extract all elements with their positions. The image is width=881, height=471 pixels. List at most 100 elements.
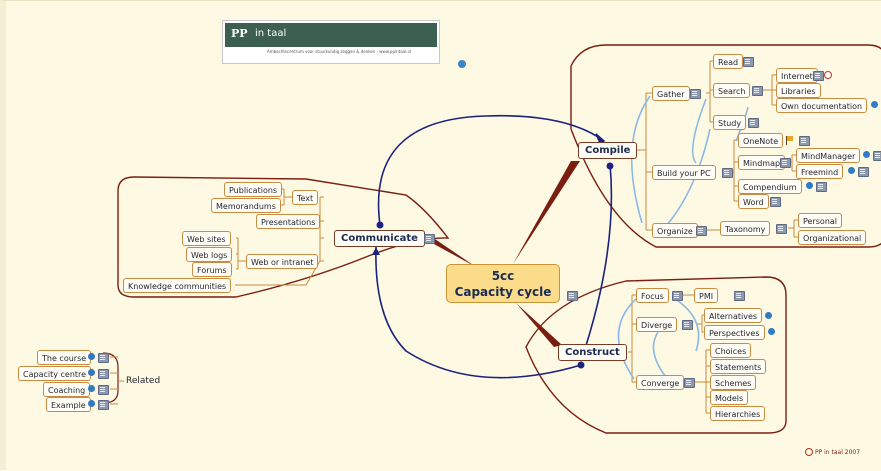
note-icon[interactable] <box>684 378 695 388</box>
node-forums[interactable]: Forums <box>192 262 232 277</box>
note-icon[interactable] <box>98 353 109 363</box>
node-example[interactable]: Example <box>46 397 91 412</box>
node-personal[interactable]: Personal <box>798 213 843 228</box>
note-icon[interactable] <box>98 369 109 379</box>
link-icon[interactable] <box>806 182 813 189</box>
node-knowledge-communities[interactable]: Knowledge communities <box>123 278 232 293</box>
central-topic-line2: Capacity cycle <box>454 285 552 299</box>
note-icon[interactable] <box>770 197 781 207</box>
node-statements[interactable]: Statements <box>710 359 767 374</box>
node-perspectives[interactable]: Perspectives <box>704 325 765 340</box>
note-icon[interactable] <box>567 291 578 301</box>
brand-logo: PP in taal Ambachtscentrum voor stuurkun… <box>222 20 440 64</box>
node-communicate[interactable]: Communicate <box>334 230 425 247</box>
note-icon[interactable] <box>682 320 693 330</box>
arrow-compile-construct <box>580 163 613 362</box>
node-web-logs[interactable]: Web logs <box>186 247 233 262</box>
note-icon[interactable] <box>743 57 754 67</box>
link-icon[interactable] <box>768 328 775 335</box>
node-libraries[interactable]: Libraries <box>776 83 821 98</box>
arrow-communicate-compile <box>377 114 605 226</box>
note-icon[interactable] <box>776 224 787 234</box>
node-mindmanager[interactable]: MindManager <box>796 148 861 163</box>
node-compile[interactable]: Compile <box>578 142 638 159</box>
node-focus[interactable]: Focus <box>636 288 669 303</box>
node-web-or-intranet[interactable]: Web or intranet <box>246 254 319 269</box>
node-schemes[interactable]: Schemes <box>710 375 757 390</box>
link-icon[interactable] <box>871 101 878 108</box>
node-construct[interactable]: Construct <box>558 344 627 361</box>
node-presentations[interactable]: Presentations <box>256 214 321 229</box>
node-models[interactable]: Models <box>710 390 749 405</box>
note-icon[interactable] <box>424 234 435 244</box>
note-icon[interactable] <box>873 151 881 161</box>
node-the-course[interactable]: The course <box>37 350 92 365</box>
trunk-communicate <box>432 237 476 267</box>
node-gather[interactable]: Gather <box>652 86 690 101</box>
globe-icon[interactable] <box>458 60 466 68</box>
node-related[interactable]: Related <box>126 376 161 386</box>
note-icon[interactable] <box>734 291 745 301</box>
node-search[interactable]: Search <box>713 83 751 98</box>
node-taxonomy[interactable]: Taxonomy <box>720 221 771 236</box>
node-choices[interactable]: Choices <box>710 343 752 358</box>
note-icon[interactable] <box>813 71 824 81</box>
compile-boundary <box>570 44 881 248</box>
note-icon[interactable] <box>98 385 109 395</box>
link-icon[interactable] <box>88 369 95 376</box>
node-alternatives[interactable]: Alternatives <box>704 308 763 323</box>
link-icon[interactable] <box>88 385 95 392</box>
node-publications[interactable]: Publications <box>224 182 283 197</box>
node-internet[interactable]: Internet <box>776 68 818 83</box>
node-text[interactable]: Text <box>292 190 319 205</box>
node-freemind[interactable]: Freemind <box>796 164 844 179</box>
logo-brand-suffix: in taal <box>255 28 287 39</box>
link-icon[interactable] <box>848 167 855 174</box>
node-word[interactable]: Word <box>738 194 769 209</box>
related-boundary <box>102 352 119 404</box>
link-icon[interactable] <box>824 71 832 79</box>
link-icon[interactable] <box>88 400 95 407</box>
note-icon[interactable] <box>748 118 759 128</box>
note-icon[interactable] <box>858 167 869 177</box>
node-web-sites[interactable]: Web sites <box>182 231 231 246</box>
note-icon[interactable] <box>696 226 707 236</box>
node-onenote[interactable]: OneNote <box>738 133 784 148</box>
arrow-construct-communicate <box>375 246 582 379</box>
note-icon[interactable] <box>816 182 827 192</box>
note-icon[interactable] <box>780 158 791 168</box>
node-diverge[interactable]: Diverge <box>636 317 678 332</box>
trunk-compile <box>513 161 580 264</box>
link-icon[interactable] <box>88 353 95 360</box>
flag-icon <box>786 136 794 145</box>
node-coaching[interactable]: Coaching <box>43 382 91 397</box>
note-icon[interactable] <box>722 168 733 178</box>
central-topic-line1: 5cc <box>491 269 515 283</box>
link-icon[interactable] <box>863 151 870 158</box>
node-study[interactable]: Study <box>713 115 747 130</box>
node-organize[interactable]: Organize <box>652 223 698 238</box>
trunk-construct <box>516 303 562 347</box>
node-memorandums[interactable]: Memorandums <box>211 198 281 213</box>
node-pmi[interactable]: PMI <box>694 288 719 303</box>
node-hierarchies[interactable]: Hierarchies <box>710 406 766 421</box>
node-own-documentation[interactable]: Own documentation <box>776 98 868 113</box>
central-topic[interactable]: 5cc Capacity cycle <box>446 264 560 303</box>
logo-bar <box>225 23 437 47</box>
note-icon[interactable] <box>799 136 810 146</box>
node-organizational[interactable]: Organizational <box>798 230 867 245</box>
node-compendium[interactable]: Compendium <box>738 179 802 194</box>
node-capacity-centre[interactable]: Capacity centre <box>18 366 92 381</box>
copyright-text: PP in taal 2007 <box>815 449 861 456</box>
node-mindmap[interactable]: Mindmap <box>738 155 786 170</box>
note-icon[interactable] <box>690 89 701 99</box>
logo-tagline: Ambachtscentrum voor stuurkundig zeggen … <box>267 49 412 54</box>
note-icon[interactable] <box>752 86 763 96</box>
note-icon[interactable] <box>98 400 109 410</box>
node-build-your-pc[interactable]: Build your PC <box>652 165 716 180</box>
node-converge[interactable]: Converge <box>636 375 685 390</box>
link-icon[interactable] <box>765 312 772 319</box>
node-read[interactable]: Read <box>713 54 744 69</box>
note-icon[interactable] <box>672 291 683 301</box>
